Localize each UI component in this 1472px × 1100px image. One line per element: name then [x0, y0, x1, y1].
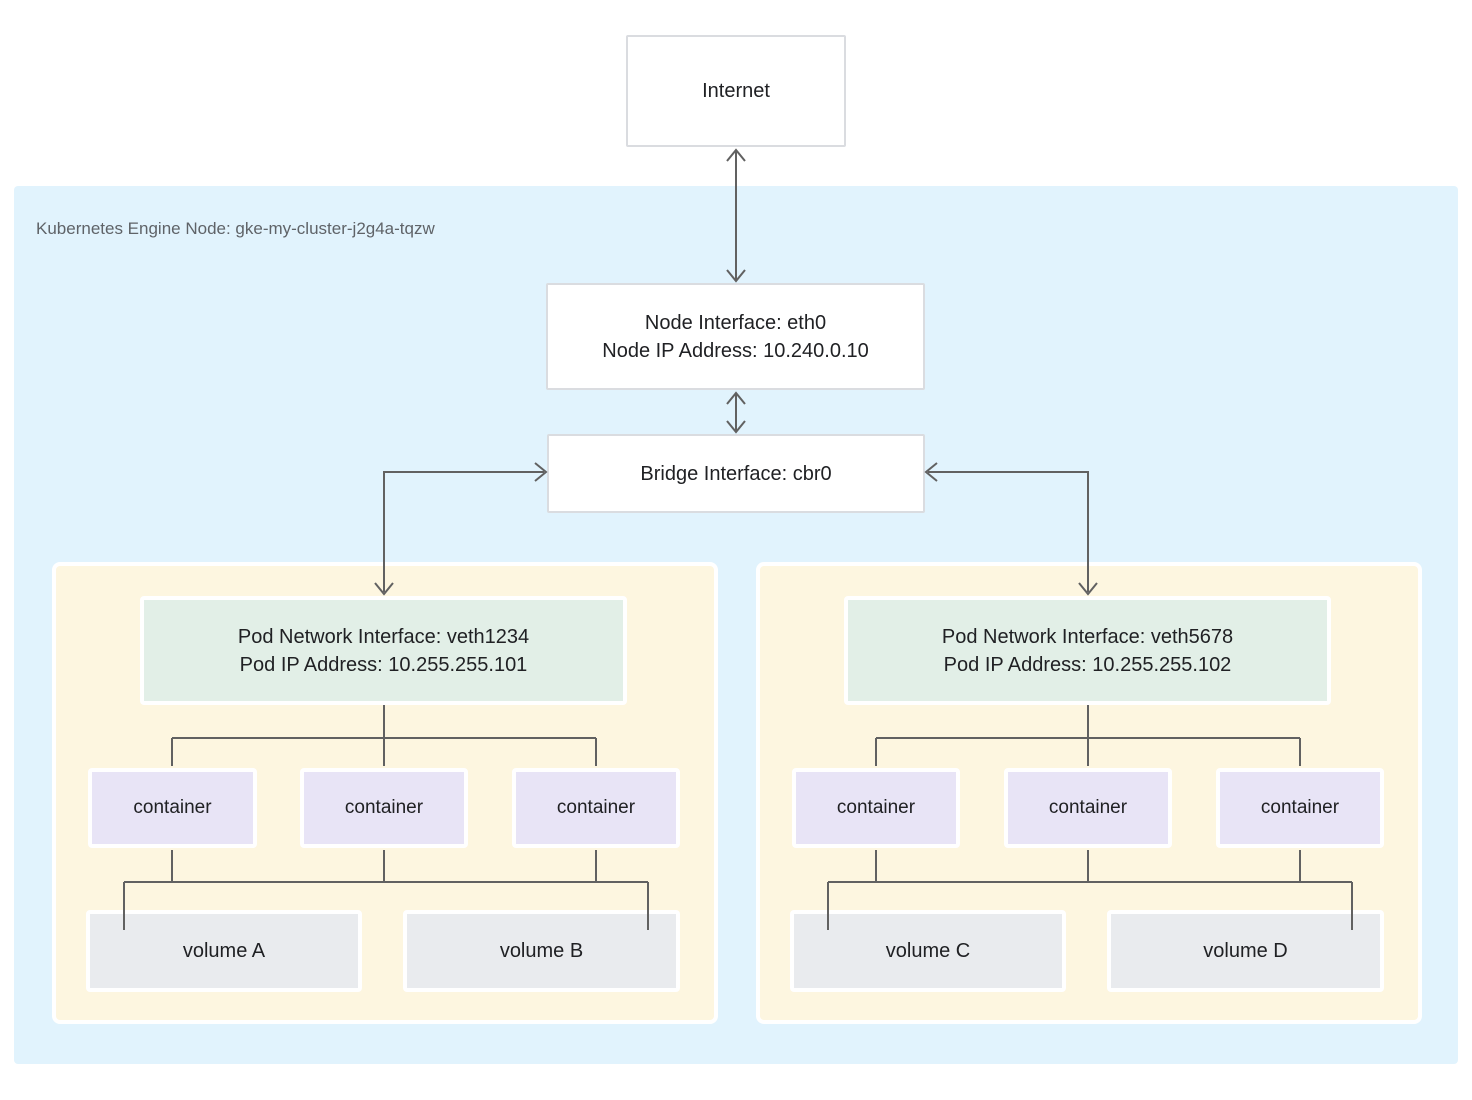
pod2-container-2-label: container — [1048, 797, 1128, 818]
pod1-container-2: container — [300, 768, 468, 848]
pod1-container-1-label: container — [133, 797, 212, 818]
bridge-interface-box: Bridge Interface: cbr0 — [547, 434, 925, 513]
pod2-container-1: container — [792, 768, 960, 848]
pod2-interface-line1: Pod Network Interface: veth5678 — [941, 625, 1234, 648]
pod1-volume-a: volume A — [86, 910, 362, 992]
pod1-container-1: container — [88, 768, 257, 848]
pod2-volume-c-label: volume C — [885, 940, 971, 962]
pod2-volume-c: volume C — [790, 910, 1066, 992]
pod1-volume-b-label: volume B — [499, 940, 584, 962]
node-interface-box: Node Interface: eth0 Node IP Address: 10… — [546, 283, 925, 390]
node-interface-line2: Node IP Address: 10.240.0.10 — [602, 339, 869, 362]
pod1-container-2-label: container — [344, 797, 424, 818]
node-region-title: Kubernetes Engine Node: gke-my-cluster-j… — [36, 219, 435, 238]
pod1-interface-line2: Pod IP Address: 10.255.255.101 — [239, 653, 528, 676]
node-interface-line1: Node Interface: eth0 — [644, 311, 827, 334]
pod1-interface-line1: Pod Network Interface: veth1234 — [237, 625, 530, 648]
internet-label: Internet — [702, 80, 770, 102]
pod2-container-2: container — [1004, 768, 1172, 848]
internet-box: Internet — [626, 35, 846, 147]
pod2-volume-d-label: volume D — [1203, 940, 1288, 962]
pod1-container-3-label: container — [556, 797, 636, 818]
pod1-volume-b: volume B — [403, 910, 680, 992]
pod2-volume-d: volume D — [1107, 910, 1384, 992]
pod1-network-interface-box: Pod Network Interface: veth1234 Pod IP A… — [140, 596, 627, 705]
pod2-network-interface-box: Pod Network Interface: veth5678 Pod IP A… — [844, 596, 1331, 705]
bridge-interface-label: Bridge Interface: cbr0 — [640, 462, 832, 485]
pod1-volume-a-label: volume A — [182, 940, 266, 962]
pod2-container-3-label: container — [1260, 797, 1340, 818]
pod2-interface-line2: Pod IP Address: 10.255.255.102 — [943, 653, 1232, 676]
pod2-container-3: container — [1216, 768, 1384, 848]
pod1-container-3: container — [512, 768, 680, 848]
pod2-container-1-label: container — [836, 797, 916, 818]
